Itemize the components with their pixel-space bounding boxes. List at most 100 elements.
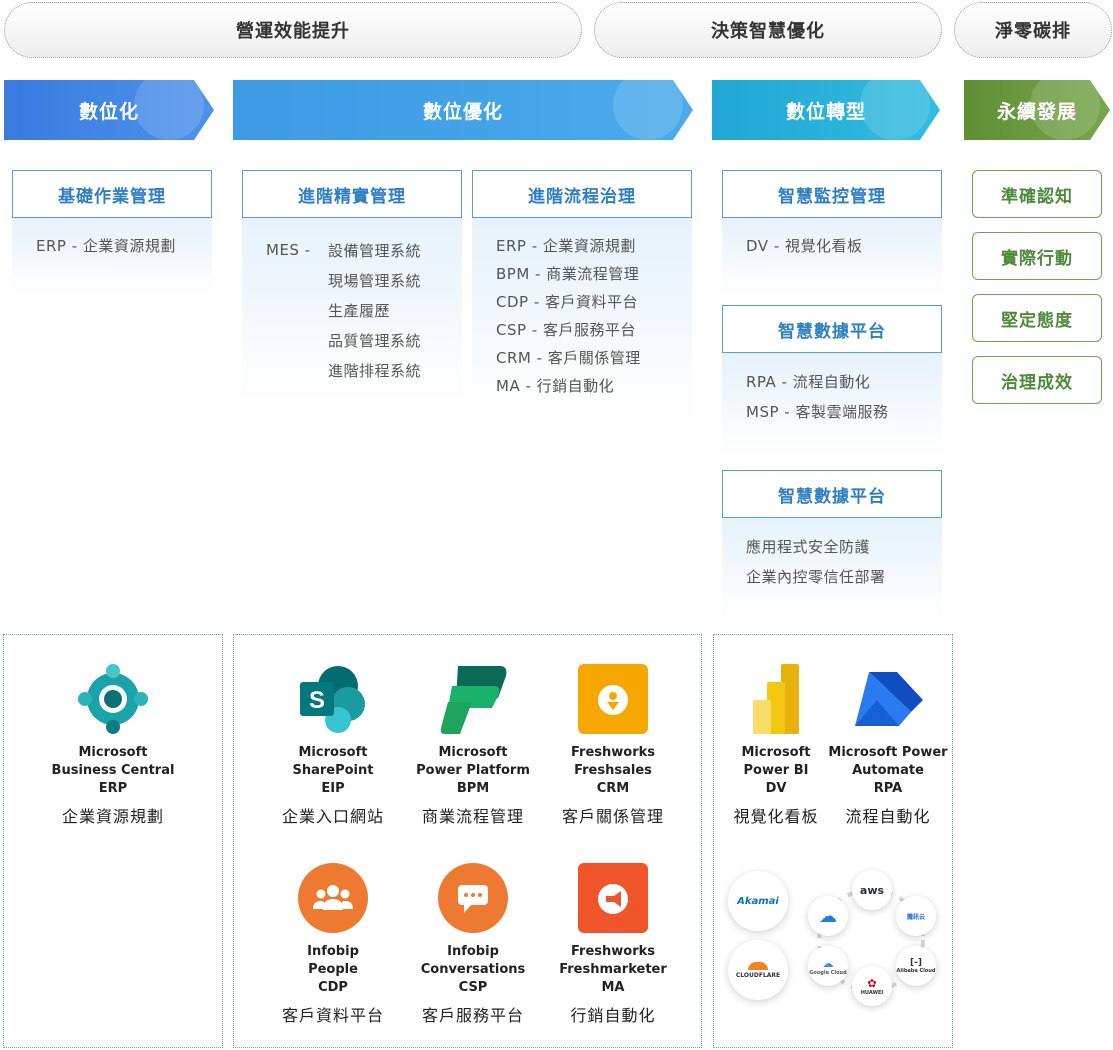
product-infobip-people: Infobip People CDP 客戶資料平台 — [263, 863, 403, 1026]
product-zh: 企業資源規劃 — [61, 807, 164, 826]
panel-process-governance: 進階流程治理 ERP - 企業資源規劃 BPM - 商業流程管理 CDP - 客… — [472, 170, 692, 422]
product-zh: 行銷自動化 — [570, 1006, 656, 1025]
svg-text:S: S — [309, 687, 325, 714]
product-zh: 客戶資料平台 — [281, 1006, 384, 1025]
mes-prefix: MES - — [266, 241, 311, 259]
panel-process-governance-title: 進階流程治理 — [472, 170, 692, 218]
product-power-platform: Microsoft Power Platform BPM 商業流程管理 — [403, 664, 543, 827]
tencent-cloud-logo: 騰訊云 — [896, 896, 936, 936]
panel-basic-operations: 基礎作業管理 ERP - 企業資源規劃 — [12, 170, 212, 294]
panel-smart-monitoring-title: 智慧監控管理 — [722, 170, 942, 218]
arrow-sustainability: 永續發展 — [964, 80, 1110, 140]
infobip-conversations-icon — [438, 863, 508, 933]
cloudflare-logo: CLOUDFLARE — [728, 940, 788, 1000]
alibaba-cloud-logo-text: Alibaba Cloud — [896, 968, 936, 974]
sustain-box-governance: 治理成效 — [972, 356, 1102, 404]
cloudflare-logo-text: CLOUDFLARE — [735, 971, 781, 979]
product-name: Microsoft Power BI DV — [741, 745, 811, 796]
google-cloud-logo: ☁ Google Cloud — [808, 946, 848, 986]
product-name: Freshworks Freshsales CRM — [570, 745, 655, 796]
aws-logo-text: aws — [859, 883, 885, 897]
product-freshmarketer: Freshworks Freshmarketer MA 行銷自動化 — [543, 863, 683, 1026]
pill-net-zero: 淨零碳排 — [954, 2, 1112, 58]
product-freshsales: Freshworks Freshsales CRM 客戶關係管理 — [543, 664, 683, 827]
pill-operational-efficiency: 營運效能提升 — [4, 2, 582, 58]
panel-smart-monitoring: 智慧監控管理 DV - 視覺化看板 — [722, 170, 942, 294]
product-zh: 客戶關係管理 — [561, 807, 664, 826]
panel-line: ERP - 企業資源規劃 — [36, 237, 176, 255]
panel-line: 應用程式安全防護 — [746, 538, 871, 556]
panel-lean-management-title: 進階精實管理 — [242, 170, 462, 218]
arrow-digital-transformation: 數位轉型 — [712, 80, 940, 140]
panel-line: 進階排程系統 — [328, 362, 422, 380]
product-infobip-conversations: Infobip Conversations CSP 客戶服務平台 — [403, 863, 543, 1026]
panel-line: CSP - 客戶服務平台 — [496, 321, 636, 339]
sharepoint-icon: S — [298, 664, 368, 734]
product-business-central: Microsoft Business Central ERP 企業資源規劃 — [43, 664, 183, 827]
huawei-icon: ✿ — [867, 976, 877, 990]
pill-decision-intelligence: 決策智慧優化 — [594, 2, 942, 58]
product-power-automate: Microsoft Power Automate RPA 流程自動化 — [818, 664, 958, 827]
aws-logo: aws — [852, 870, 892, 910]
product-name: Microsoft Power Automate RPA — [828, 745, 948, 796]
panel-smart-data-1-title: 智慧數據平台 — [722, 305, 942, 353]
akamai-logo-text: Akamai — [737, 895, 779, 907]
panel-smart-data-2: 智慧數據平台 應用程式安全防護 企業內控零信任部署 — [722, 470, 942, 620]
huawei-logo: ✿ HUAWEI — [852, 966, 892, 1006]
arrow-digital-optimization: 數位優化 — [233, 80, 693, 140]
panel-smart-data-1: 智慧數據平台 RPA - 流程自動化 MSP - 客製雲端服務 — [722, 305, 942, 455]
product-box-optimization — [233, 634, 702, 1048]
product-zh: 商業流程管理 — [421, 807, 524, 826]
arrow-digitization: 數位化 — [4, 80, 214, 140]
google-cloud-icon: ☁ — [822, 956, 834, 970]
panel-line: 企業內控零信任部署 — [746, 568, 886, 586]
cloudflare-icon — [748, 961, 768, 970]
panel-basic-operations-title: 基礎作業管理 — [12, 170, 212, 218]
panel-line: 生產履歷 — [328, 302, 391, 320]
arrow-digital-transformation-label: 數位轉型 — [785, 100, 866, 123]
product-name: Microsoft Power Platform BPM — [416, 745, 530, 796]
product-zh: 流程自動化 — [845, 807, 931, 826]
product-name: Microsoft SharePoint EIP — [292, 745, 374, 796]
product-name: Microsoft Business Central ERP — [51, 745, 175, 796]
azure-cloud-icon: ☁ — [819, 905, 837, 927]
freshmarketer-icon — [578, 863, 648, 933]
arrow-digitization-label: 數位化 — [78, 100, 139, 123]
product-box-transformation — [713, 634, 953, 1048]
product-zh: 客戶服務平台 — [421, 1006, 524, 1025]
arrow-digital-optimization-label: 數位優化 — [422, 100, 503, 123]
product-zh: 企業入口網站 — [281, 807, 384, 826]
panel-smart-data-2-title: 智慧數據平台 — [722, 470, 942, 518]
panel-line: CDP - 客戶資料平台 — [496, 293, 639, 311]
panel-line: ERP - 企業資源規劃 — [496, 237, 636, 255]
panel-line: BPM - 商業流程管理 — [496, 265, 640, 283]
panel-line: DV - 視覺化看板 — [746, 237, 863, 255]
panel-line: 設備管理系統 — [328, 242, 422, 260]
alibaba-cloud-logo: [-] Alibaba Cloud — [896, 946, 936, 986]
product-name: Infobip People CDP — [307, 944, 359, 995]
product-sharepoint: S Microsoft SharePoint EIP 企業入口網站 — [263, 664, 403, 827]
product-name: Infobip Conversations CSP — [420, 944, 526, 995]
panel-line: 品質管理系統 — [328, 332, 422, 350]
google-cloud-logo-text: Google Cloud — [809, 969, 847, 976]
power-bi-icon — [741, 664, 811, 734]
panel-line: 現場管理系統 — [328, 272, 422, 290]
azure-cloud-logo: ☁ — [808, 896, 848, 936]
product-box-digitization — [3, 634, 223, 1048]
sustain-box-attitude: 堅定態度 — [972, 294, 1102, 342]
product-name: Freshworks Freshmarketer MA — [559, 944, 667, 995]
business-central-icon — [78, 664, 148, 734]
panel-line: RPA - 流程自動化 — [746, 373, 871, 391]
sustain-box-action: 實際行動 — [972, 232, 1102, 280]
panel-lean-management: 進階精實管理 MES - 設備管理系統 現場管理系統 生產履歷 品質管理系統 進… — [242, 170, 462, 402]
arrow-sustainability-label: 永續發展 — [996, 100, 1077, 123]
panel-line: CRM - 客戶關係管理 — [496, 349, 641, 367]
huawei-logo-text: HUAWEI — [860, 989, 884, 996]
power-automate-icon — [853, 664, 923, 734]
sustain-box-awareness: 準確認知 — [972, 170, 1102, 218]
product-power-bi: Microsoft Power BI DV 視覺化看板 — [706, 664, 846, 827]
akamai-logo: Akamai — [728, 871, 788, 931]
panel-line: MA - 行銷自動化 — [496, 377, 615, 395]
power-platform-icon — [438, 664, 508, 734]
panel-line: MSP - 客製雲端服務 — [746, 403, 889, 421]
